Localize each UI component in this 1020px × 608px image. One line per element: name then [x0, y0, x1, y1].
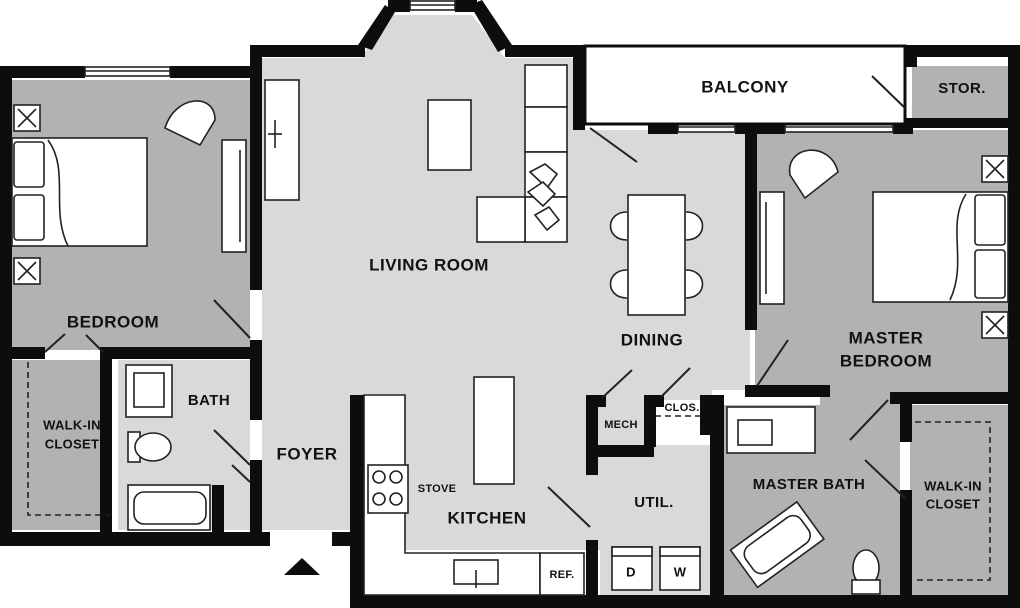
label-washer: W: [674, 564, 687, 579]
armchair-icon: [789, 149, 839, 200]
sink-icon: [453, 559, 499, 588]
closet-shelf: [915, 421, 991, 581]
label-dining: DINING: [621, 330, 684, 349]
kitchen-island: [473, 376, 515, 485]
walk-in-closet-right-floor: [910, 405, 1010, 595]
armchair-icon: [164, 100, 216, 147]
label-walk-in-left-2: CLOSET: [45, 436, 100, 451]
label-living-room: LIVING ROOM: [369, 255, 489, 274]
label-bath: BATH: [188, 392, 230, 409]
sectional-sofa: [476, 64, 568, 243]
bathtub-icon: [127, 484, 211, 531]
closet-shelf: [27, 362, 110, 516]
label-closet: CLOS.: [664, 402, 699, 414]
label-mech: MECH: [604, 419, 638, 431]
label-master-bath: MASTER BATH: [753, 476, 865, 493]
label-walk-in-right-1: WALK-IN: [924, 478, 982, 493]
furniture: [11, 64, 1009, 596]
bathtub-icon: [729, 500, 826, 589]
label-storage: STOR.: [938, 80, 986, 97]
label-bedroom: BEDROOM: [67, 312, 159, 331]
nightstand-icon: [13, 104, 41, 285]
room-labels: BALCONY STOR. LIVING ROOM BEDROOM BATH W…: [43, 77, 986, 581]
nightstand-icon: [981, 155, 1009, 339]
dining-table: [609, 194, 704, 316]
label-master-bedroom-2: BEDROOM: [840, 351, 932, 370]
tv-console: [264, 79, 300, 201]
master-bath-vanity: [726, 406, 816, 454]
coffee-table: [427, 99, 472, 171]
refrigerator: [539, 552, 585, 596]
toilet-icon: [851, 549, 881, 595]
label-balcony: BALCONY: [701, 77, 789, 96]
entry-arrow-icon: [284, 558, 320, 575]
doors: [44, 75, 906, 528]
label-foyer: FOYER: [276, 444, 337, 463]
label-kitchen: KITCHEN: [447, 508, 526, 527]
label-master-bedroom-1: MASTER: [849, 328, 924, 347]
storage-floor: [912, 66, 1008, 118]
label-stove: STOVE: [418, 483, 457, 495]
dresser: [759, 191, 785, 305]
toilet-icon: [127, 431, 172, 463]
dresser: [221, 139, 247, 253]
label-utility: UTIL.: [634, 494, 674, 511]
label-refrigerator: REF.: [549, 569, 574, 581]
stove-icon: [367, 464, 409, 514]
label-walk-in-right-2: CLOSET: [926, 496, 981, 511]
label-dryer: D: [626, 564, 636, 579]
label-walk-in-left-1: WALK-IN: [43, 417, 101, 432]
balcony-rail: [583, 44, 907, 126]
